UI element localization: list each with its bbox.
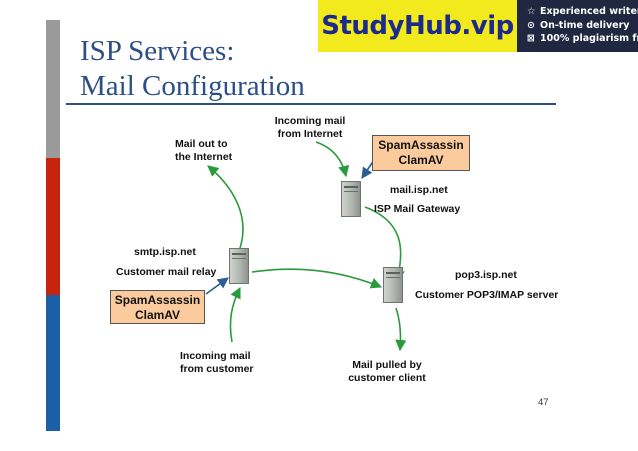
- feature-text: Experienced writers: [540, 6, 638, 17]
- star-icon: ☆: [527, 6, 536, 17]
- arrow-incoming-internet-to-gateway: [315, 141, 350, 178]
- slide-title-line1: ISP Services:: [80, 35, 235, 67]
- clock-icon: ⊙: [527, 19, 535, 31]
- studyhub-logo[interactable]: StudyHub.vip: [318, 0, 517, 52]
- label-line: Mail pulled by: [352, 359, 422, 371]
- pop3-server-icon: [383, 267, 403, 303]
- label-pop3-role: Customer POP3/IMAP server: [415, 289, 559, 301]
- label-line: Incoming mail: [180, 350, 251, 362]
- slide-title: ISP Services: Mail Configuration: [80, 34, 305, 104]
- arrow-filter-to-relay: [205, 277, 229, 295]
- arrow-relay-to-pop3: [251, 268, 383, 289]
- arrow-customer-to-relay: [229, 286, 241, 343]
- slide-title-line2: Mail Configuration: [80, 70, 305, 102]
- label-mail-out: Mail out to the Internet: [175, 138, 232, 164]
- label-line: Incoming mail: [274, 115, 346, 127]
- filter-box-gateway: SpamAssassin ClamAV: [372, 135, 470, 171]
- feature-text: On-time delivery: [540, 19, 630, 31]
- label-relay-host: smtp.isp.net: [134, 246, 196, 258]
- filter-line: SpamAssassin: [114, 293, 201, 307]
- feature-experienced-writers: ☆ Experienced writers: [527, 5, 638, 19]
- filter-line: SpamAssassin: [378, 138, 464, 152]
- label-relay-role: Customer mail relay: [116, 266, 217, 278]
- title-underline: [66, 103, 556, 105]
- label-line: customer client: [348, 372, 426, 384]
- mail-relay-server-icon: [229, 248, 249, 284]
- feature-on-time-delivery: ⊙ On-time delivery: [527, 19, 638, 33]
- arrow-relay-to-internet: [207, 165, 244, 249]
- sidebar-segment-blue: [46, 295, 60, 431]
- label-pop3-host: pop3.isp.net: [455, 269, 517, 281]
- filter-line: ClamAV: [134, 308, 181, 322]
- filter-line: ClamAV: [398, 153, 444, 167]
- label-incoming-from-internet: Incoming mail from Internet: [270, 115, 350, 141]
- banner-feature-list: ☆ Experienced writers ⊙ On-time delivery ⊠…: [527, 5, 638, 46]
- sidebar-color-bar: [46, 20, 60, 431]
- mail-gateway-server-icon: [341, 181, 361, 217]
- label-line: Mail out to: [175, 138, 228, 150]
- arrow-pop3-to-customer-client: [395, 307, 407, 352]
- feature-plagiarism-free: ⊠ 100% plagiarism free: [527, 32, 638, 46]
- label-line: the Internet: [175, 151, 233, 163]
- filter-box-relay: SpamAssassin ClamAV: [110, 290, 205, 324]
- studyhub-banner[interactable]: StudyHub.vip ☆ Experienced writers ⊙ On-ti…: [318, 0, 638, 52]
- label-line: from customer: [180, 363, 254, 375]
- label-gateway-role: ISP Mail Gateway: [374, 203, 461, 215]
- label-mail-pulled: Mail pulled by customer client: [342, 359, 432, 385]
- label-line: from Internet: [277, 128, 343, 140]
- feature-text: 100% plagiarism free: [540, 33, 638, 44]
- sidebar-segment-red: [46, 158, 60, 295]
- shield-icon: ⊠: [527, 33, 535, 44]
- label-gateway-host: mail.isp.net: [390, 184, 448, 196]
- page-number: 47: [538, 397, 549, 408]
- label-incoming-from-customer: Incoming mail from customer: [180, 350, 254, 376]
- sidebar-segment-grey: [46, 20, 60, 158]
